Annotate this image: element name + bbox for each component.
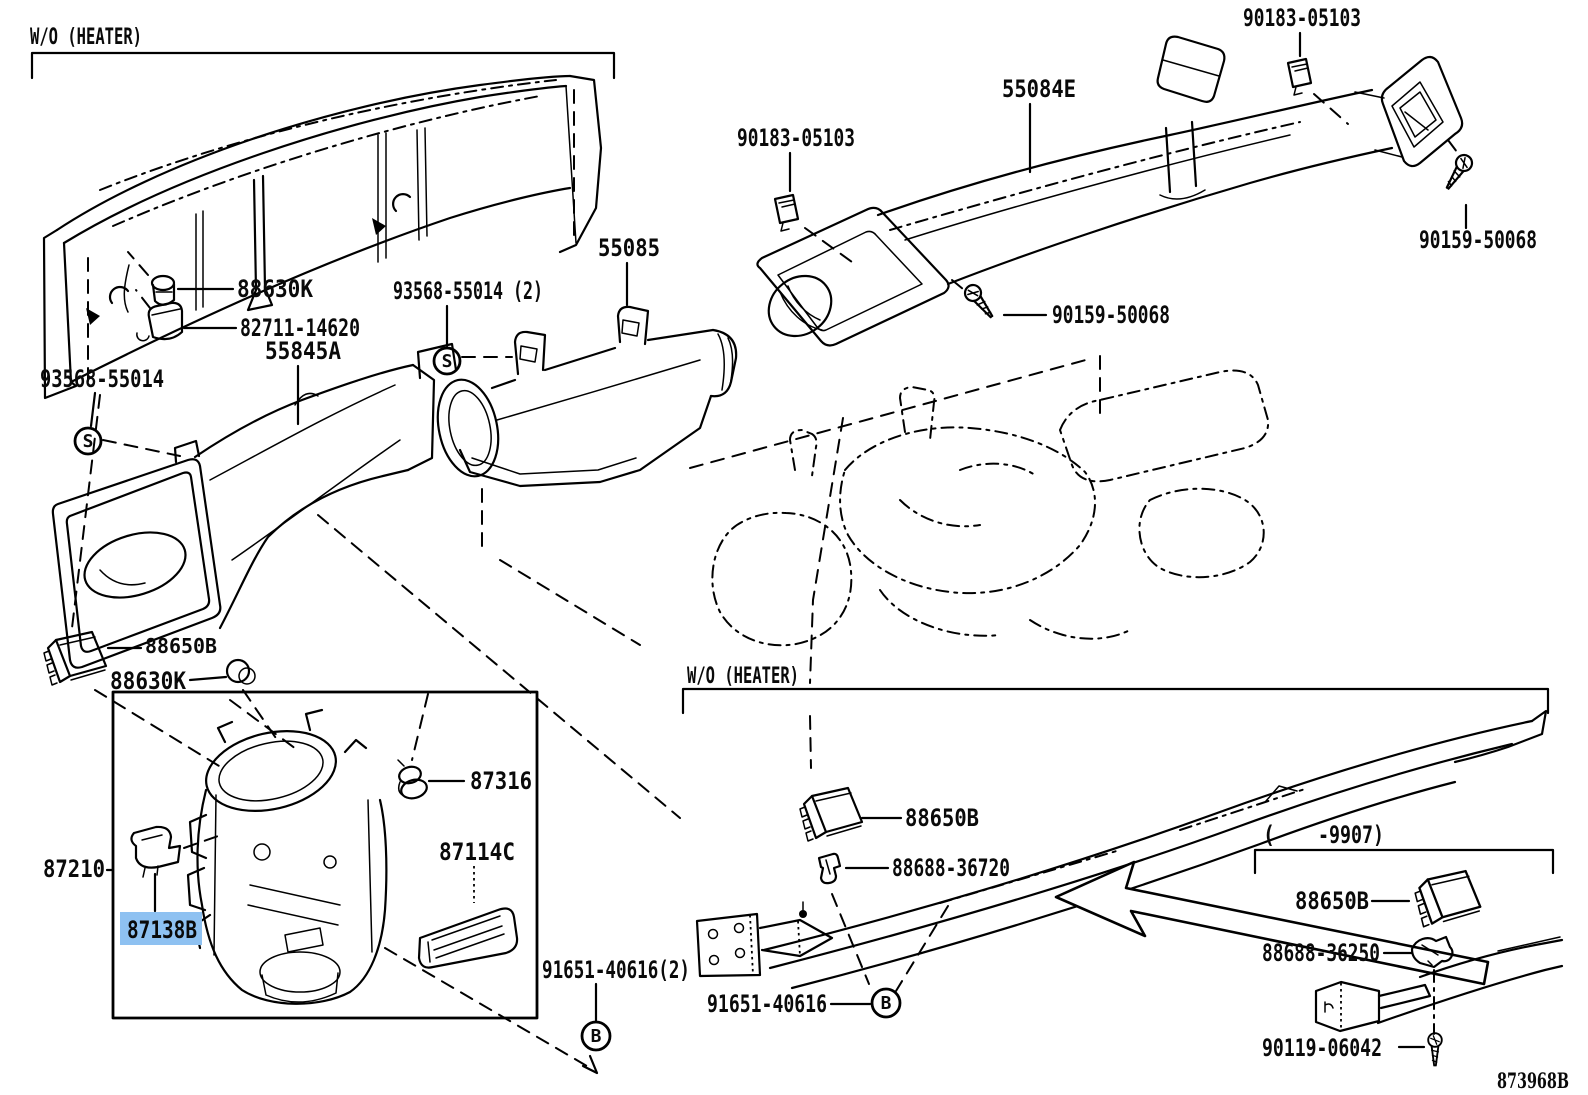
marker-s1-circle: [73, 426, 103, 456]
label-87210: 87210: [43, 855, 105, 883]
marker-s2: S: [442, 351, 453, 372]
label-91651-2: 91651-40616(2): [542, 956, 690, 984]
section-wo-heater-bottom: W/O (HEATER): [681, 664, 1550, 715]
highlight-87138b: [120, 912, 202, 945]
part-88630k-b: 88630K: [110, 658, 281, 745]
label-93568-55014: 93568-55014: [40, 365, 164, 393]
part-90183-05103-left: 90183-05103: [737, 124, 855, 263]
part-88688-36720: 88688-36720: [817, 852, 1010, 985]
marker-s1: S: [83, 431, 94, 452]
hook-left: [108, 285, 130, 305]
label-88688-36720: 88688-36720: [892, 854, 1010, 882]
label-55085: 55085: [598, 234, 660, 262]
section-9907: ( -9907): [1253, 821, 1555, 875]
label-93568-55014-2: 93568-55014 (2): [393, 277, 543, 305]
label-88630k-top: 88630K: [237, 275, 313, 303]
part-87210: 87210: [43, 855, 115, 883]
marker-s2-circle: [432, 346, 462, 376]
part-91651-40616: 91651-40616 B: [707, 905, 949, 1019]
label-88650b-b: 88650B: [905, 804, 979, 832]
date-range-label: -9907): [1318, 821, 1384, 849]
leader-88630k-b: [188, 675, 228, 682]
part-87138b: 87138B: [120, 825, 225, 945]
part-90119-06042: 90119-06042: [1262, 1032, 1443, 1067]
marker-b1: B: [591, 1026, 602, 1047]
diagram-code: 873968B: [1497, 1068, 1569, 1093]
rail-drawing: [695, 709, 1548, 990]
section-wo-heater-top: W/O (HEATER): [30, 25, 616, 80]
label-90183-left: 90183-05103: [737, 124, 855, 152]
label-55845a: 55845A: [265, 337, 341, 365]
part-87316: 87316: [397, 759, 532, 800]
label-91651: 91651-40616: [707, 990, 827, 1018]
label-87138b[interactable]: 87138B: [127, 916, 197, 944]
bracket-9907: [1253, 848, 1555, 875]
label-87316: 87316: [470, 767, 532, 795]
heater-unit-drawing: [186, 693, 429, 1005]
duct-55085-drawing: 55085: [436, 234, 738, 646]
duct-55845a-drawing: [51, 342, 458, 669]
heater-box: [111, 690, 539, 1020]
part-82711-14620: 82711-14620: [135, 289, 360, 342]
engine-phantom-drawing: [689, 355, 1270, 647]
part-93568-55014: 93568-55014 S: [40, 365, 181, 457]
projection-lines: [71, 394, 844, 819]
part-90183-05103-top: 90183-05103: [1243, 4, 1361, 125]
label-88650b-c: 88650B: [1295, 887, 1369, 915]
part-88630k-top: 88630K: [127, 251, 313, 306]
part-87114c: 87114C: [417, 838, 519, 969]
marker-b2-circle: [870, 987, 902, 1019]
part-55845a: 55845A: [265, 337, 341, 426]
marker-b1-circle: [580, 1020, 612, 1052]
part-88650b-a: 88650B: [42, 630, 225, 770]
part-93568-55014-2: 93568-55014 (2) S: [393, 277, 543, 376]
leader-93568a: [89, 391, 97, 428]
label-87114c: 87114C: [439, 838, 515, 866]
label-90159-mid: 90159-50068: [1052, 301, 1170, 329]
label-90183-top: 90183-05103: [1243, 4, 1361, 32]
bracket-wo-heater-top: [30, 51, 616, 80]
label-90159-right: 90159-50068: [1419, 226, 1537, 254]
part-91651-40616-2: 91651-40616(2) B: [384, 947, 690, 1075]
rail-9907-drawing: [1314, 936, 1564, 1033]
part-88650b-b: 88650B: [798, 786, 979, 843]
hook-right: [392, 193, 412, 213]
label-88650b-a: 88650B: [145, 634, 217, 658]
part-55084e: 55084E: [1002, 75, 1076, 174]
marker-b2: B: [881, 993, 892, 1014]
duct-55084e-drawing: [756, 35, 1464, 347]
part-88650b-c: 88650B: [1295, 869, 1482, 928]
bracket-wo-heater-bottom: [681, 687, 1550, 715]
part-90159-50068-mid: 90159-50068: [951, 279, 1170, 329]
label-55084e: 55084E: [1002, 75, 1076, 103]
date-bracket-open: (: [1263, 821, 1275, 849]
part-88688-36250: 88688-36250: [1262, 935, 1454, 1035]
group-label-wo-heater-top: W/O (HEATER): [30, 25, 142, 50]
part-90159-50068-right: 90159-50068: [1419, 139, 1537, 254]
group-label-wo-heater-bottom: W/O (HEATER): [687, 664, 799, 689]
label-88630k-b: 88630K: [110, 667, 186, 695]
label-88688-36250: 88688-36250: [1262, 939, 1380, 967]
pointer-arrow: [1054, 860, 1490, 986]
label-82711-14620: 82711-14620: [240, 314, 360, 342]
label-90119-06042: 90119-06042: [1262, 1034, 1382, 1062]
